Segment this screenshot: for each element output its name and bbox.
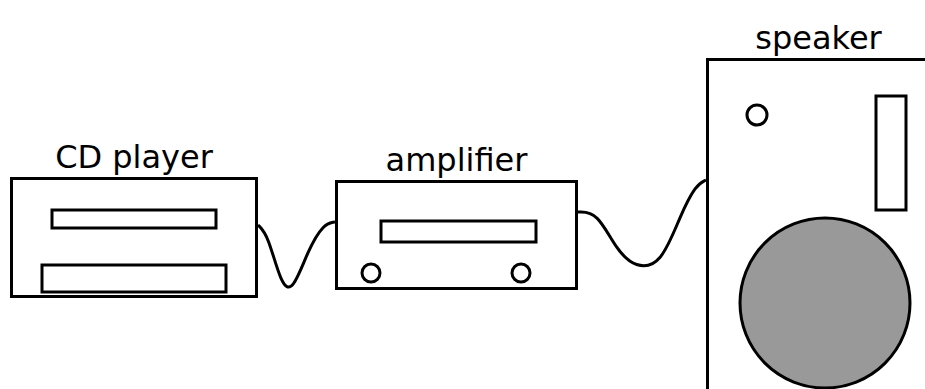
device-box: amplifier: [335, 180, 578, 290]
audio-cable: [258, 222, 335, 287]
device-label: amplifier: [386, 142, 528, 179]
audio-cable: [578, 180, 706, 266]
device-label: CD player: [55, 139, 213, 176]
device-label: speaker: [755, 20, 882, 57]
disc-slot: [52, 210, 216, 228]
device-box: speaker: [706, 58, 925, 389]
disc-tray: [42, 265, 226, 292]
tweeter: [747, 105, 767, 125]
woofer-cone: [740, 218, 910, 388]
control-knob: [512, 264, 530, 282]
display-panel: [381, 221, 536, 242]
control-knob: [362, 264, 380, 282]
port-slot: [876, 96, 906, 210]
device-box: CD player: [10, 177, 258, 298]
